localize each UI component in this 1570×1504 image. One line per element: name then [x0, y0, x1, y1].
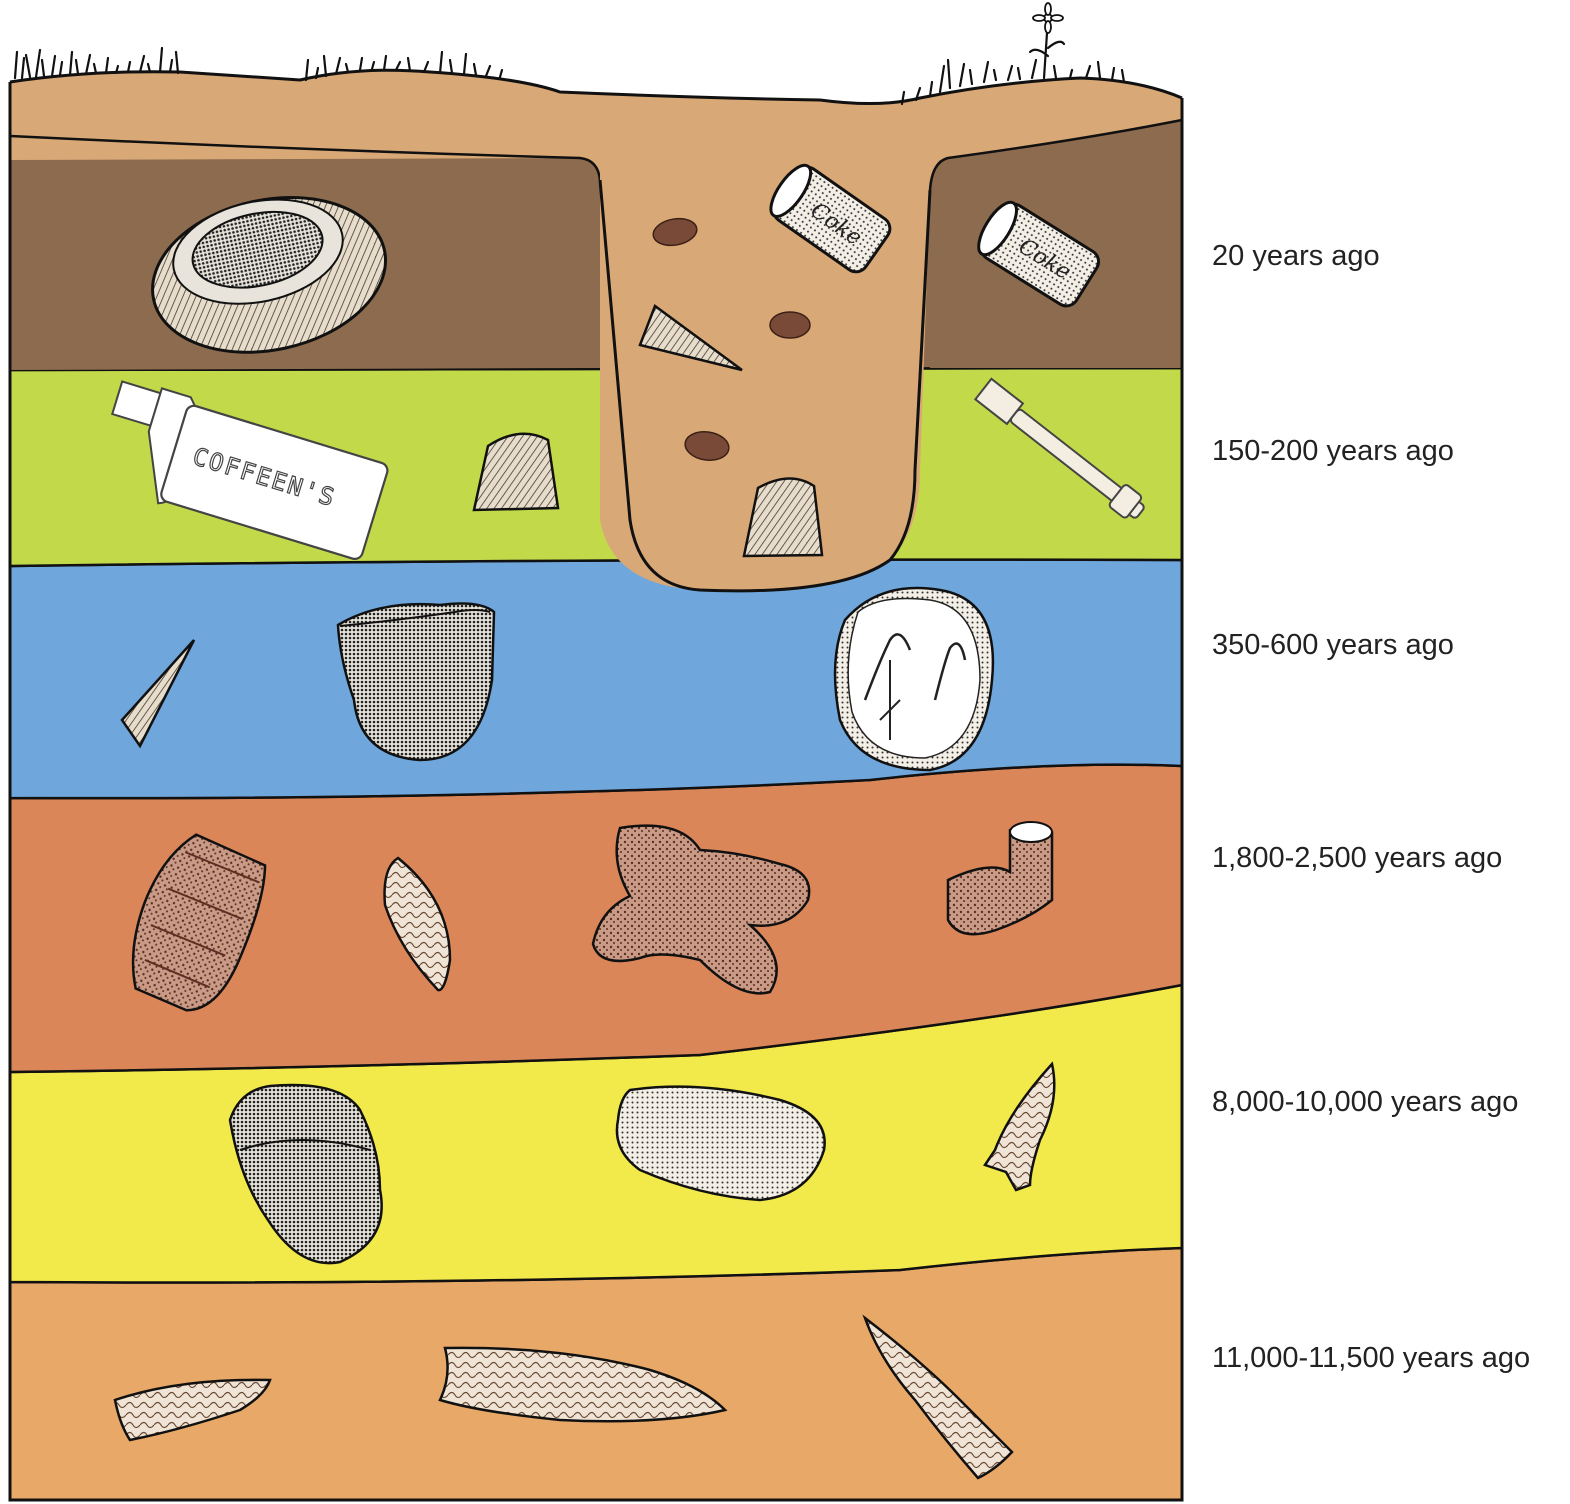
- layer-label-20: 20 years ago: [1212, 242, 1380, 271]
- layer-350-band: [10, 560, 1182, 799]
- engraved-stone-artifact: [835, 588, 993, 770]
- flower-icon: [1033, 3, 1063, 33]
- layer-label-1800: 1,800-2,500 years ago: [1212, 844, 1502, 873]
- layer-label-8000: 8,000-10,000 years ago: [1212, 1088, 1518, 1117]
- layer-label-350: 350-600 years ago: [1212, 631, 1454, 660]
- layer-label-150: 150-200 years ago: [1212, 437, 1454, 466]
- pit-fill: [604, 120, 926, 190]
- layer-label-11000: 11,000-11,500 years ago: [1212, 1344, 1530, 1373]
